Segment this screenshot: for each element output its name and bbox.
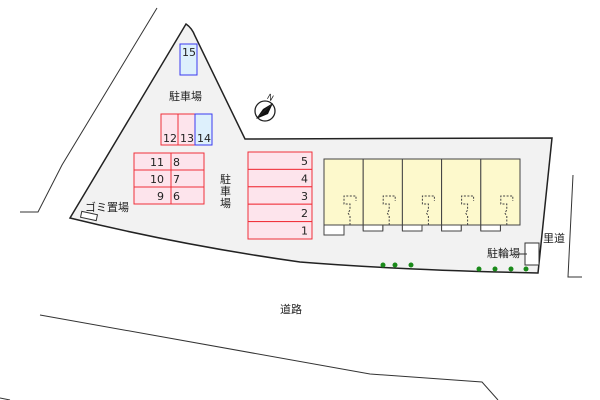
- unit-floor: [323, 158, 364, 231]
- parking-space-rect: [170, 186, 205, 205]
- parking-label-vertical-3: 場: [220, 197, 231, 210]
- apartment-unit-4: [441, 158, 482, 232]
- parking-space-number: 15: [182, 46, 196, 59]
- garbage-label: ゴミ置場: [85, 201, 129, 214]
- unit-stairs: [343, 195, 357, 225]
- parking-space-5: 5: [247, 151, 313, 170]
- parking-space-number: 10: [150, 173, 164, 186]
- parking-space-number: 8: [173, 156, 180, 169]
- parking-space-rect: [179, 43, 198, 76]
- parking-space-7: 7: [170, 169, 205, 188]
- parking-space-number: 5: [301, 155, 308, 168]
- unit-stairs: [461, 195, 475, 225]
- unit-floor: [480, 158, 521, 231]
- parking-space-14: 14: [194, 113, 213, 146]
- parking-space-number: 7: [173, 173, 180, 186]
- tree-icon: [408, 262, 414, 268]
- tree-icon: [392, 262, 398, 268]
- parking-space-8: 8: [170, 152, 205, 171]
- apartment-unit-5: [480, 158, 521, 232]
- parking-label-vertical-1: 駐: [220, 173, 231, 186]
- tree-icon: [508, 266, 514, 272]
- parking-space-number: 2: [301, 207, 308, 220]
- tree-icon: [492, 266, 498, 272]
- bicycle-parking: [524, 242, 540, 266]
- apartment-unit-1: [323, 158, 364, 232]
- parking-space-2: 2: [247, 203, 313, 223]
- parking-space-4: 4: [247, 168, 313, 188]
- north-compass-icon: [254, 100, 276, 122]
- parking-space-6: 6: [170, 186, 205, 205]
- unit-balcony: [441, 224, 462, 232]
- unit-balcony: [401, 224, 423, 232]
- parking-space-15: 15: [179, 43, 198, 76]
- apartment-unit-3: [401, 158, 443, 232]
- parking-space-13: 13: [177, 113, 196, 146]
- bicycle-parking-label: 駐輪場: [487, 247, 520, 260]
- village-road-label: 里道: [543, 232, 565, 245]
- parking-space-3: 3: [247, 186, 313, 205]
- parking-space-number: 3: [301, 190, 308, 203]
- parking-space-number: 12: [163, 132, 177, 145]
- parking-space-10: 10: [133, 169, 174, 188]
- road-label: 道路: [280, 303, 302, 316]
- parking-space-12: 12: [160, 113, 179, 146]
- parking-space-number: 1: [301, 225, 308, 238]
- road-edge-upper: [39, 314, 499, 400]
- parking-label-top: 駐車場: [169, 90, 202, 103]
- parking-space-rect: [194, 113, 213, 146]
- unit-stairs: [500, 195, 514, 225]
- unit-balcony: [480, 224, 501, 232]
- parking-space-number: 4: [301, 172, 308, 185]
- parking-space-9: 9: [133, 186, 174, 205]
- unit-balcony: [362, 224, 384, 232]
- parking-space-number: 14: [197, 132, 211, 145]
- tree-icon: [523, 266, 529, 272]
- parking-space-rect: [247, 221, 313, 240]
- garbage-station: [79, 210, 99, 222]
- apartment-unit-2: [362, 158, 403, 232]
- parking-space-number: 9: [157, 190, 164, 203]
- parking-space-number: 11: [150, 156, 164, 169]
- building-entrance: [323, 224, 345, 236]
- unit-stairs: [421, 195, 435, 225]
- tree-icon: [476, 266, 482, 272]
- parking-space-11: 11: [133, 152, 174, 171]
- boundary-line-left: [20, 7, 158, 213]
- parking-space-1: 1: [247, 221, 313, 240]
- parking-space-number: 13: [180, 132, 194, 145]
- parking-space-number: 6: [173, 190, 180, 203]
- parking-space-rect: [133, 186, 174, 205]
- unit-stairs: [382, 195, 396, 225]
- parking-label-vertical-2: 車: [220, 185, 231, 198]
- unit-floor: [441, 158, 482, 231]
- village-road-line: [567, 174, 582, 278]
- unit-floor: [362, 158, 403, 231]
- tree-icon: [380, 262, 386, 268]
- unit-floor: [401, 158, 443, 231]
